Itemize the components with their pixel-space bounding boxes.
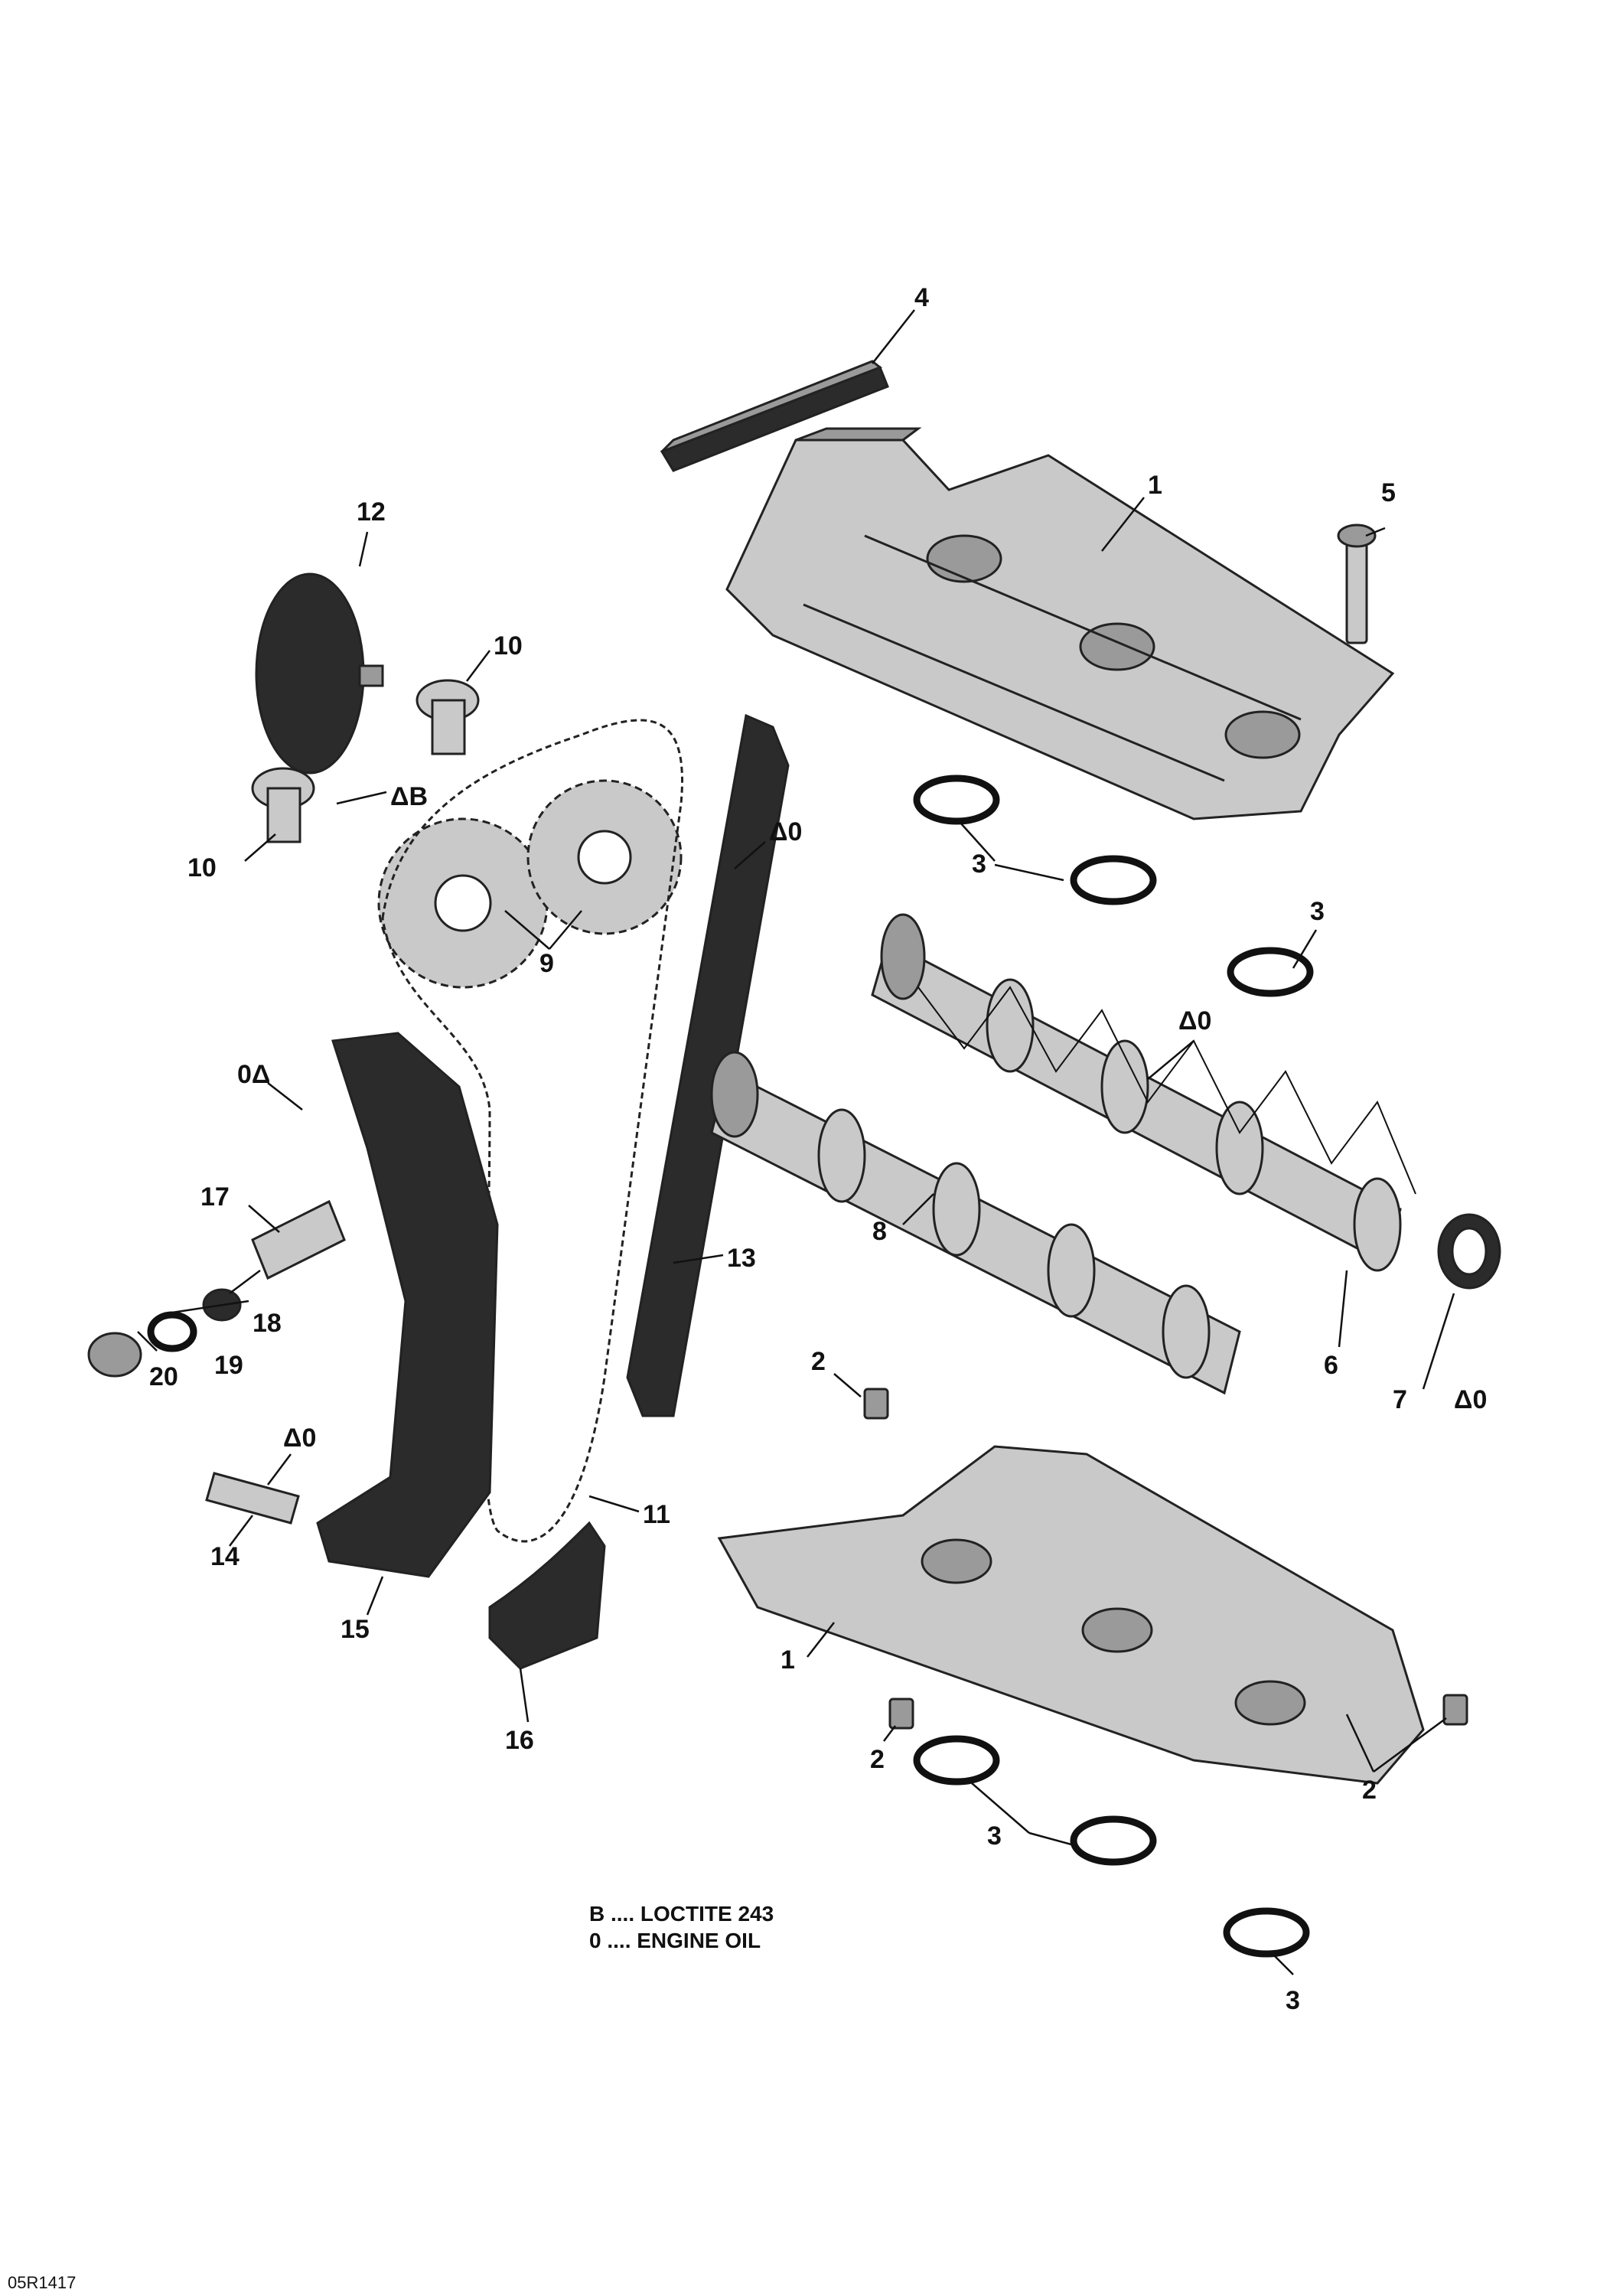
callout-16: 16 bbox=[505, 1726, 534, 1755]
callout-10-upper: 10 bbox=[494, 631, 523, 660]
part-3-o-ring-a bbox=[913, 775, 1000, 825]
callout-9: 9 bbox=[539, 949, 554, 978]
oil-indicator-lines bbox=[917, 986, 1416, 1195]
leader-lines bbox=[137, 309, 1455, 1975]
diagram-reference-code: 05R1417 bbox=[8, 2273, 76, 2292]
oil-symbol-17: 0Δ bbox=[237, 1060, 270, 1089]
legend-engine-oil: 0 .... ENGINE OIL bbox=[589, 1929, 761, 1952]
legend-loctite: B .... LOCTITE 243 bbox=[589, 1902, 774, 1926]
part-12-cover bbox=[255, 572, 384, 775]
callout-1-upper: 1 bbox=[1148, 471, 1162, 500]
oil-symbol-8: Δ0 bbox=[1178, 1006, 1211, 1035]
part-3-o-ring-b bbox=[1070, 855, 1157, 905]
part-16-lower-guide bbox=[488, 1521, 606, 1670]
part-10-pin-upper bbox=[416, 679, 480, 755]
part-3-o-ring-c bbox=[1227, 947, 1314, 997]
part-9-sprockets bbox=[377, 779, 683, 989]
part-14-pin bbox=[205, 1472, 300, 1525]
callout-2-b: 2 bbox=[870, 1745, 885, 1774]
legend: B .... LOCTITE 243 0 .... ENGINE OIL bbox=[589, 1902, 774, 1952]
part-5-bolt bbox=[1337, 523, 1377, 644]
callout-20: 20 bbox=[149, 1362, 178, 1391]
callout-8: 8 bbox=[872, 1217, 887, 1246]
callout-17: 17 bbox=[200, 1182, 230, 1212]
part-3-o-ring-e bbox=[1070, 1815, 1157, 1866]
part-11-timing-chain bbox=[381, 719, 683, 1543]
oil-symbol-7: Δ0 bbox=[1454, 1385, 1487, 1414]
part-4-upper-guide bbox=[660, 360, 889, 472]
callout-12: 12 bbox=[357, 497, 386, 527]
oil-symbol-14: Δ0 bbox=[283, 1424, 316, 1453]
part-2-dowel-c bbox=[1442, 1694, 1468, 1726]
part-13-chain-guide bbox=[626, 713, 790, 1417]
callout-10-lower: 10 bbox=[187, 853, 217, 882]
oil-b-symbol-loctite: ΔB bbox=[390, 782, 428, 811]
callout-19: 19 bbox=[214, 1351, 243, 1380]
callout-14: 14 bbox=[210, 1542, 240, 1571]
callout-1-lower: 1 bbox=[781, 1645, 795, 1675]
callout-11: 11 bbox=[643, 1500, 670, 1529]
part-8-camshaft bbox=[710, 1051, 1241, 1395]
oil-symbol-13: Δ0 bbox=[769, 817, 802, 846]
part-2-dowel-a bbox=[863, 1388, 889, 1420]
callout-5: 5 bbox=[1381, 478, 1396, 507]
callout-15: 15 bbox=[341, 1615, 370, 1644]
part-7-ring bbox=[1437, 1213, 1501, 1290]
part-17-tensioner-plunger bbox=[251, 1199, 346, 1280]
callout-4: 4 bbox=[914, 283, 929, 312]
part-19-sealing-ring bbox=[147, 1311, 197, 1352]
part-3-o-ring-f bbox=[1223, 1907, 1310, 1958]
callout-3-a: 3 bbox=[972, 850, 986, 879]
part-1-upper-camshaft-housing bbox=[725, 427, 1395, 820]
callout-labels: 4 1 5 12 10 ΔB 10 9 Δ0 3 3 Δ0 8 6 7 Δ0 1… bbox=[149, 283, 1487, 2015]
part-1-lower-camshaft-housing bbox=[717, 1445, 1425, 1785]
callout-2-a: 2 bbox=[811, 1347, 826, 1376]
part-3-o-ring-d bbox=[913, 1735, 1000, 1786]
callout-6: 6 bbox=[1324, 1351, 1338, 1380]
callout-7: 7 bbox=[1393, 1385, 1407, 1414]
part-2-dowel-b bbox=[888, 1698, 914, 1730]
part-15-tensioner-guide bbox=[316, 1032, 499, 1578]
part-6-camshaft bbox=[871, 913, 1402, 1272]
part-10-pin-lower bbox=[251, 767, 315, 843]
callout-3-d: 3 bbox=[1286, 1986, 1300, 2015]
callout-13: 13 bbox=[727, 1244, 756, 1273]
callout-3-c: 3 bbox=[987, 1821, 1002, 1851]
callout-2-c: 2 bbox=[1362, 1776, 1377, 1805]
callout-3-b: 3 bbox=[1310, 897, 1325, 926]
part-20-plug-screw bbox=[87, 1332, 142, 1378]
callout-18: 18 bbox=[253, 1309, 282, 1338]
